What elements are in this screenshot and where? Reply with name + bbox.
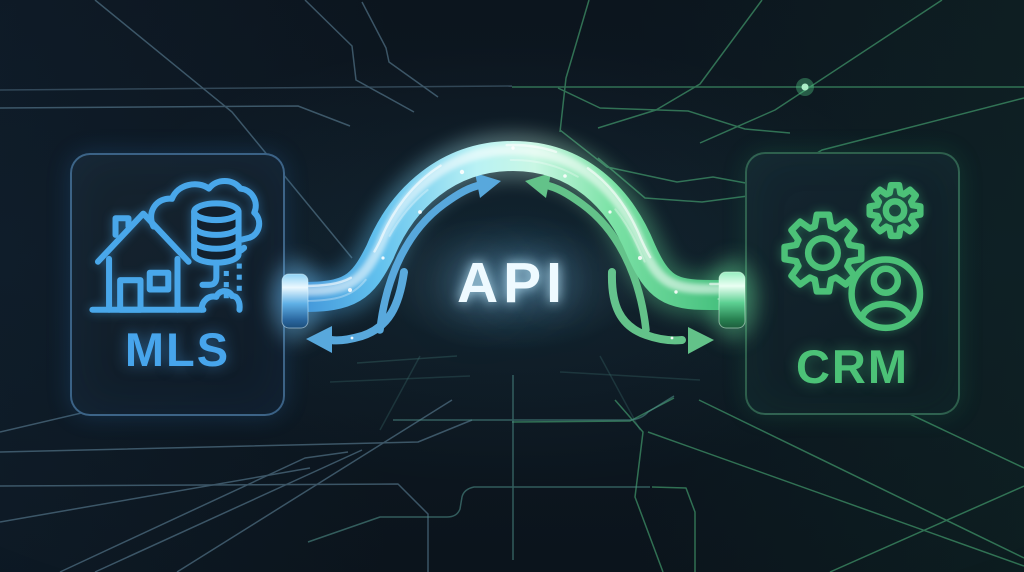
arrow-green-to-crm [607, 268, 686, 345]
arrow-green-to-apex [541, 181, 650, 334]
arrow-blue-to-apex-head [475, 173, 501, 198]
user-circle-icon [848, 256, 924, 332]
blue-traces [0, 0, 513, 572]
flow-arrows [306, 173, 714, 354]
gear-large-icon [785, 215, 862, 292]
arrow-blue-to-mls [327, 268, 408, 345]
arrow-blue-to-mls-head [306, 326, 332, 353]
crm-label: CRM [795, 340, 910, 393]
glow-node [796, 78, 814, 96]
pipe-highlight [297, 144, 727, 296]
api-label: API [456, 251, 568, 315]
pipe-flange-left [281, 273, 309, 329]
mls-label: MLS [124, 323, 231, 376]
pipe-streak-2 [301, 158, 723, 302]
pipe-streak-1 [300, 143, 724, 288]
data-dots-icon [223, 263, 242, 299]
pipe-particles [348, 146, 678, 340]
arrow-green-to-crm-head [688, 327, 714, 354]
teal-traces [307, 355, 701, 560]
gear-small-icon [870, 185, 921, 236]
database-icon [191, 200, 242, 288]
pipe-flange-right [718, 271, 746, 329]
green-traces [511, 0, 1024, 572]
arrow-blue-to-apex [376, 181, 485, 334]
mls-real-estate-icon [89, 177, 263, 313]
crm-gears-user-icon [760, 168, 945, 332]
arrow-green-to-apex-head [525, 173, 551, 198]
crm-card: CRM [745, 152, 960, 415]
house-icon [89, 210, 243, 313]
